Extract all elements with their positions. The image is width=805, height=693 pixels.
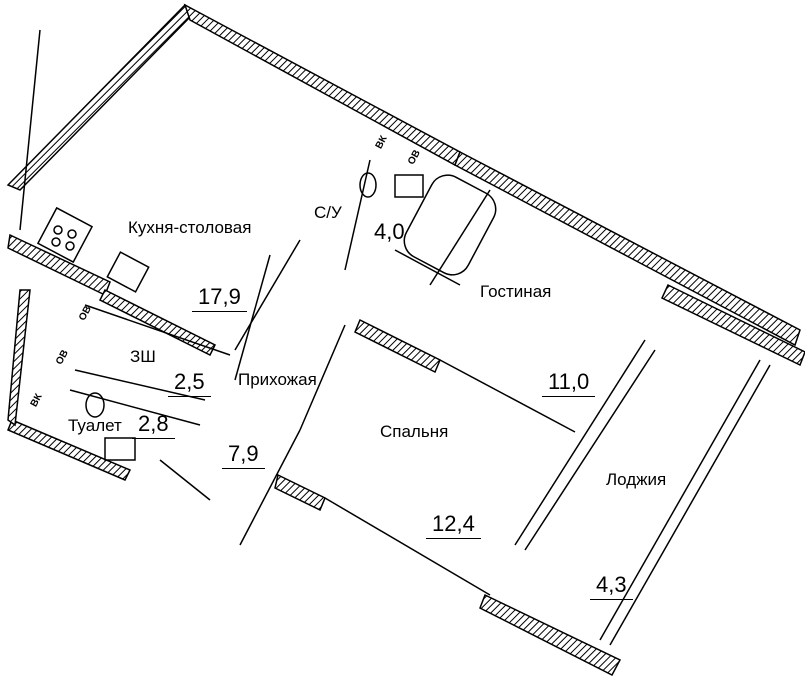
room-area-loggia: 4,3 [590,573,633,600]
room-area-bathroom: 4,0 [374,219,405,244]
room-name-kitchen: Кухня-столовая [128,218,252,237]
room-name-toilet: Туалет [68,416,122,435]
room-area-living: 11,0 [542,370,596,397]
interior-lines [19,29,771,646]
room-area-kitchen: 17,9 [192,285,247,312]
room-area-toilet: 2,8 [132,412,175,439]
room-area-hallway: 7,9 [222,442,265,469]
room-area-storage: 2,5 [168,370,211,397]
room-area-bedroom: 12,4 [426,512,481,539]
room-name-bedroom: Спальня [380,422,449,441]
room-name-storage: ЗШ [130,347,156,366]
room-name-living: Гостиная [480,282,552,301]
room-name-hallway: Прихожая [238,370,317,389]
room-name-bathroom: С/У [314,203,342,222]
outer-walls [6,3,805,677]
room-name-loggia: Лоджия [606,470,667,489]
